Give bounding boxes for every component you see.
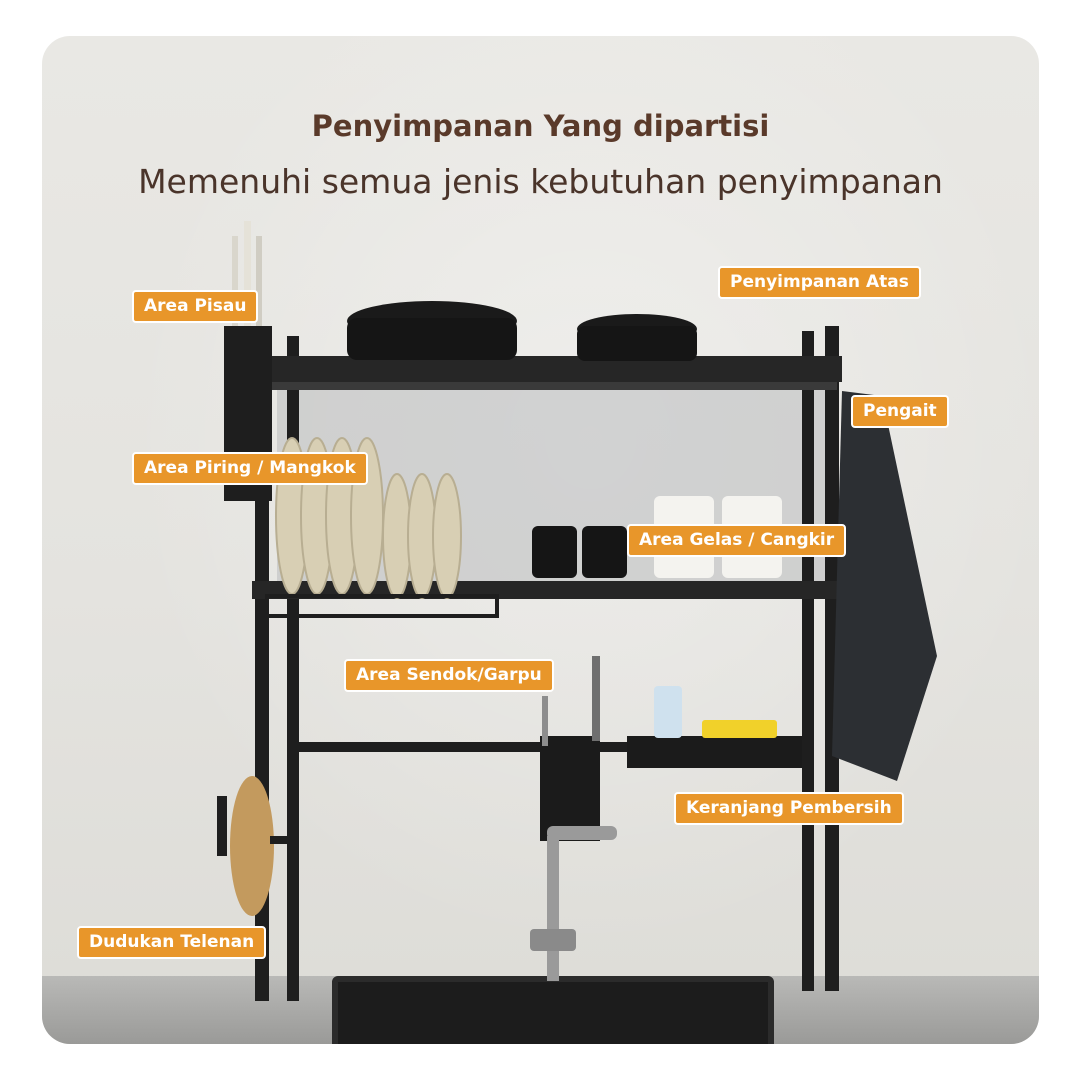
page-title: Penyimpanan Yang dipartisi [311,109,770,143]
page-subtitle: Memenuhi semua jenis kebutuhan penyimpan… [138,162,943,201]
label-cutting-board-holder: Dudukan Telenan [77,926,267,959]
label-glass-cup-area: Area Gelas / Cangkir [627,524,847,557]
product-photo-card: Penyimpanan Yang dipartisi Memenuhi semu… [42,36,1039,1044]
label-cleaning-basket: Keranjang Pembersih [674,792,904,825]
label-top-storage: Penyimpanan Atas [718,266,921,299]
label-spoon-fork-area: Area Sendok/Garpu [344,659,554,692]
label-plate-bowl-area: Area Piring / Mangkok [132,452,368,485]
label-knife-area: Area Pisau [132,290,259,323]
label-hook: Pengait [851,395,949,428]
